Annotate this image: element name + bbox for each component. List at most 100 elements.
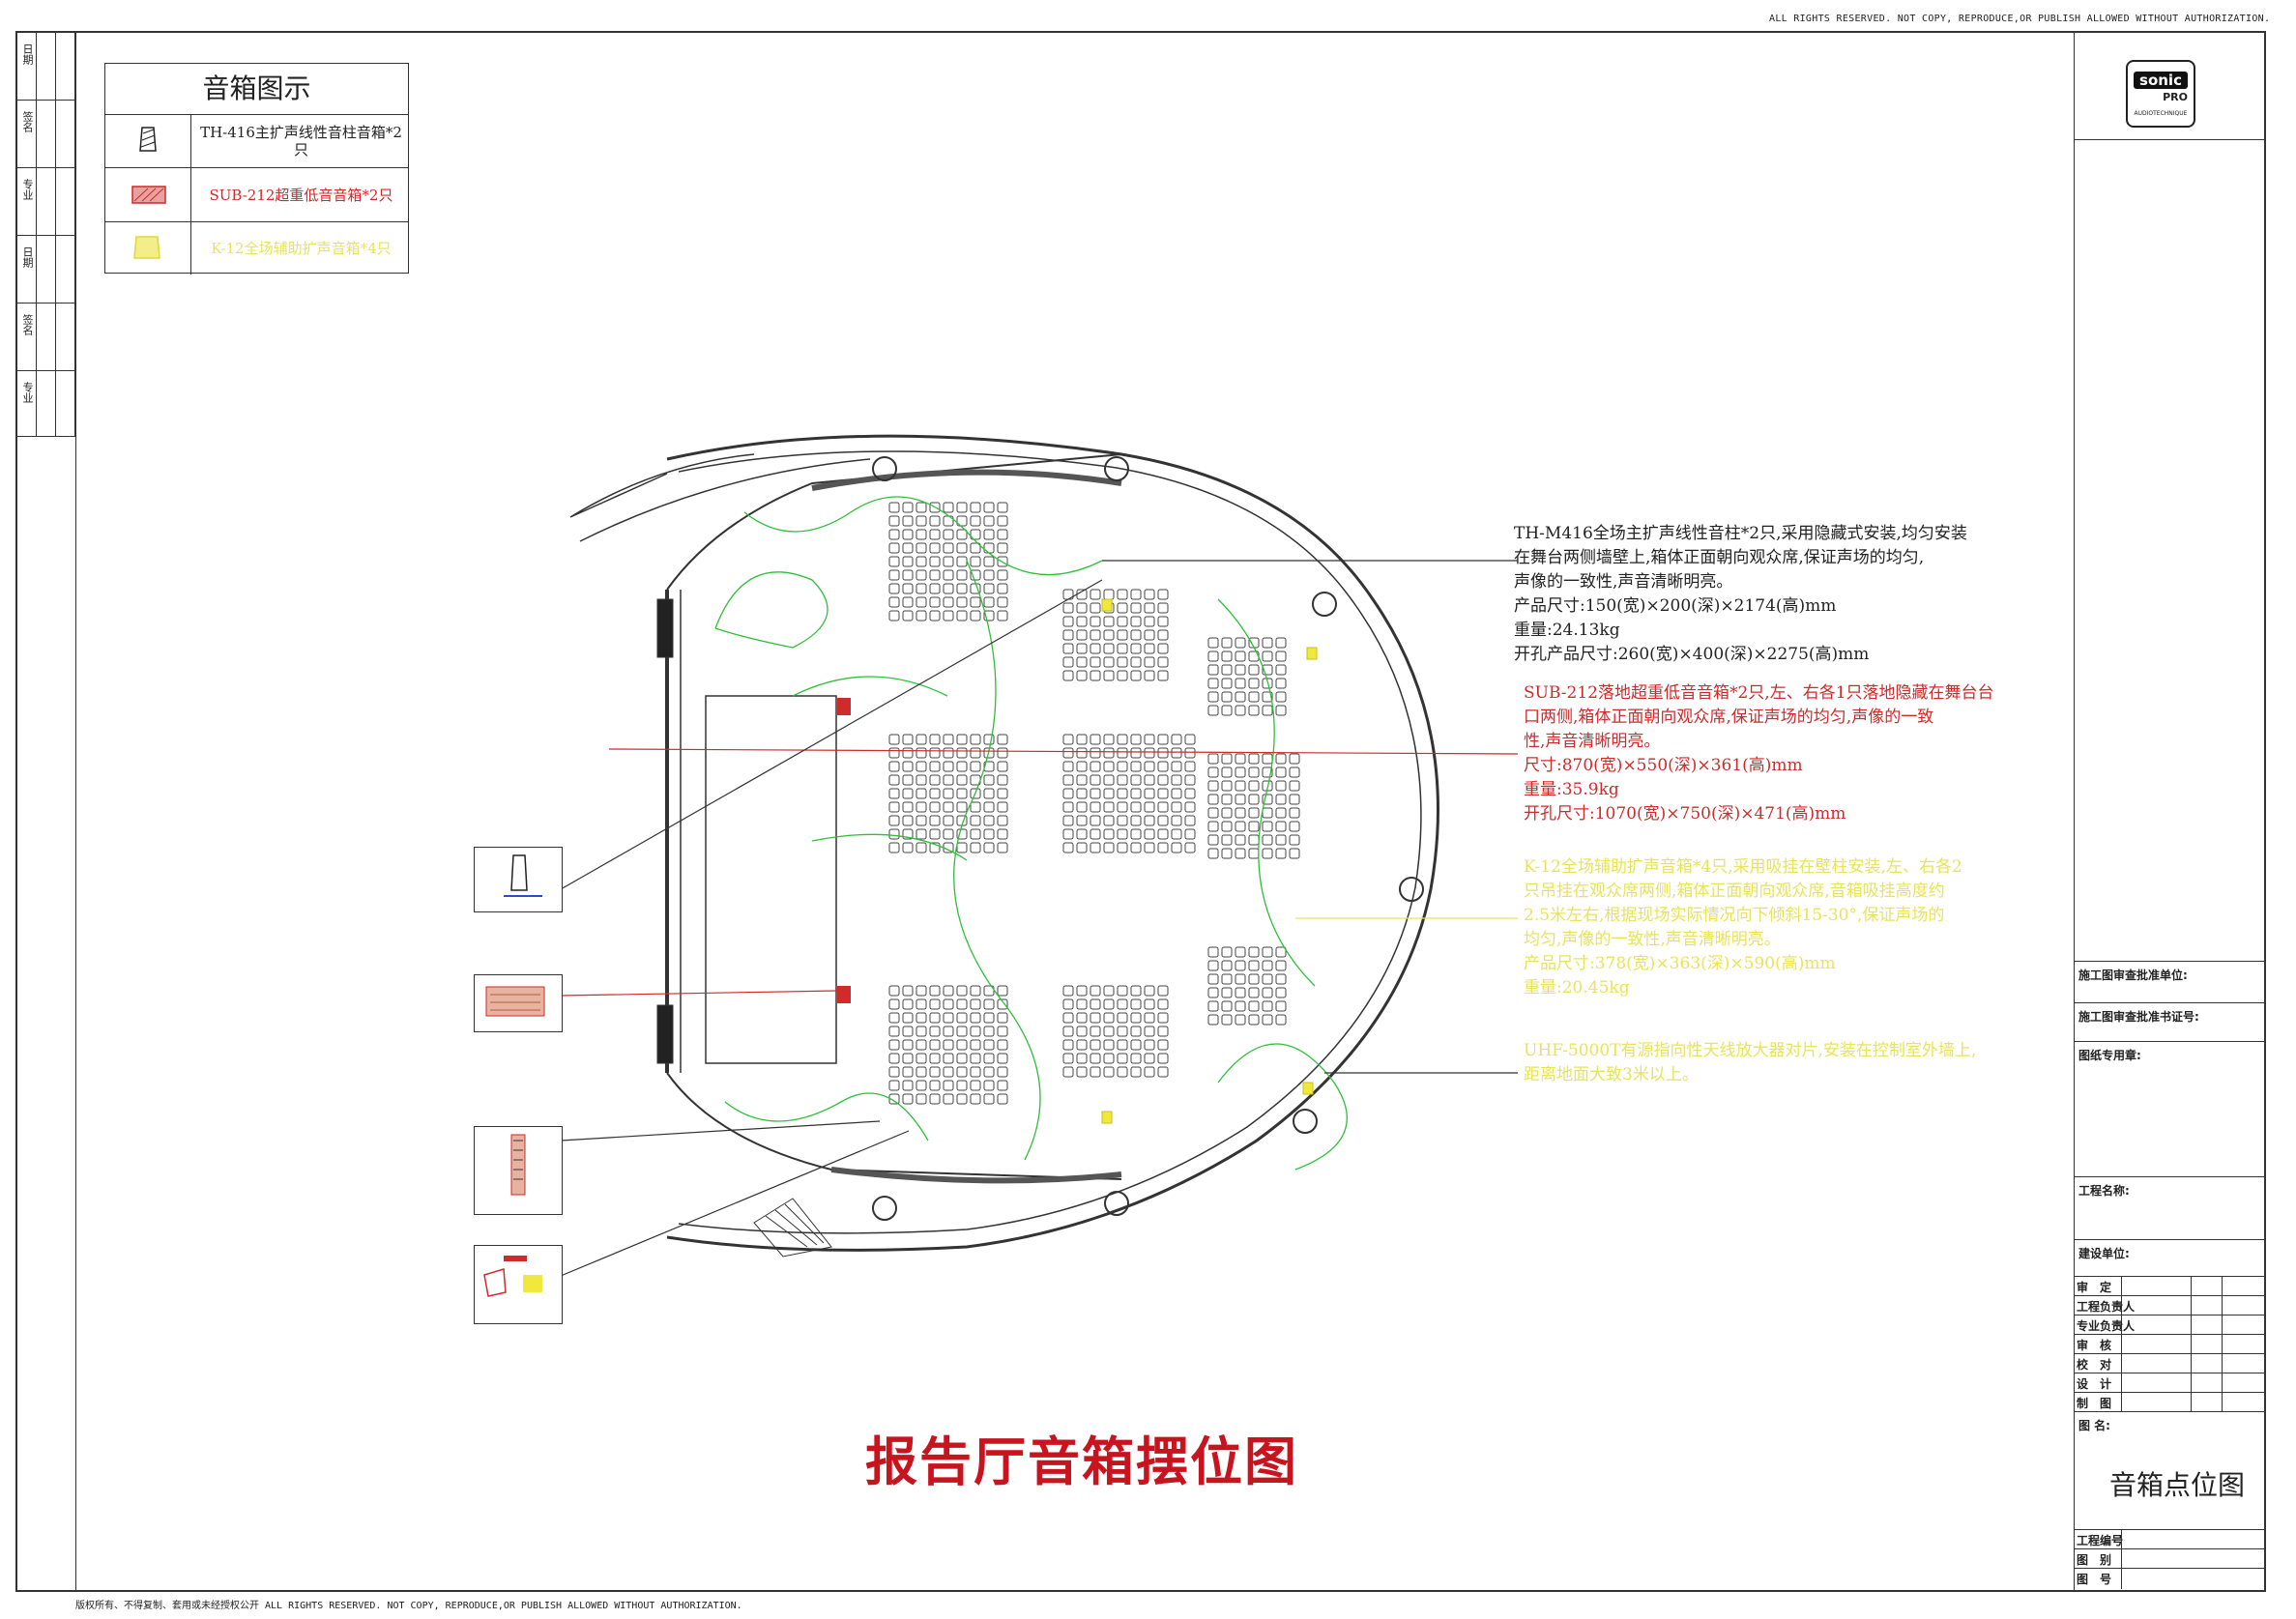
seat (1062, 656, 1074, 668)
seat (929, 998, 941, 1010)
seat (970, 828, 981, 840)
seat (1184, 815, 1196, 826)
seat (1076, 815, 1088, 826)
seat (929, 1066, 941, 1078)
seat (929, 747, 941, 759)
coverage-lines (714, 496, 1348, 1171)
seat (1157, 602, 1169, 614)
seat (915, 569, 927, 581)
seat (929, 788, 941, 799)
seat (1103, 589, 1115, 600)
seat (902, 828, 914, 840)
seat (888, 815, 900, 826)
seat (1144, 985, 1155, 997)
seat (1207, 1000, 1219, 1012)
seat (929, 502, 941, 513)
seat (1289, 848, 1300, 859)
seat (997, 1039, 1008, 1051)
seat (888, 596, 900, 608)
seat (956, 515, 968, 527)
seat (1117, 602, 1128, 614)
signoff-row: 专业负责人 (2077, 1319, 2136, 1333)
seat (929, 774, 941, 786)
seat (915, 1093, 927, 1105)
seat (997, 985, 1008, 997)
seat (1157, 629, 1169, 641)
review-cert-label: 施工图审查批准书证号: (2078, 1010, 2199, 1024)
seat (1103, 629, 1115, 641)
seat (1117, 589, 1128, 600)
seat (1144, 1066, 1155, 1078)
detail-antenna (474, 1245, 563, 1324)
seat (915, 1039, 927, 1051)
seat (1117, 998, 1128, 1010)
drawing-number-row: 图 别 (2077, 1553, 2112, 1567)
seat (1130, 629, 1142, 641)
seat (956, 774, 968, 786)
seat (902, 985, 914, 997)
seat (983, 596, 995, 608)
seat (970, 569, 981, 581)
seat (1157, 656, 1169, 668)
seat (1103, 842, 1115, 853)
legend-row: TH-416主扩声线性音柱音箱*2只 (105, 114, 408, 168)
seat (1062, 842, 1074, 853)
seat (1262, 821, 1273, 832)
seat (1262, 691, 1273, 703)
seat (1117, 1066, 1128, 1078)
seat (902, 734, 914, 745)
seat (997, 610, 1008, 622)
seat (915, 828, 927, 840)
seat (1207, 807, 1219, 819)
seat (1157, 985, 1169, 997)
inner-frame (75, 31, 2266, 1592)
seat (1248, 753, 1260, 765)
seat (1171, 761, 1182, 772)
seat (1289, 821, 1300, 832)
seat (970, 542, 981, 554)
seat (1221, 650, 1233, 662)
seat (1248, 780, 1260, 792)
seat (943, 801, 954, 813)
seat (983, 515, 995, 527)
seat (1117, 815, 1128, 826)
seat (1062, 1039, 1074, 1051)
seat (956, 1066, 968, 1078)
seat (1144, 788, 1155, 799)
seat (1144, 815, 1155, 826)
seat (1130, 589, 1142, 600)
seat (1076, 774, 1088, 786)
seat (983, 502, 995, 513)
seat (1262, 946, 1273, 958)
seat (1117, 761, 1128, 772)
seat (943, 1080, 954, 1091)
seat (1207, 834, 1219, 846)
seat (888, 1093, 900, 1105)
seat (956, 1053, 968, 1064)
seat (983, 1093, 995, 1105)
seat (1117, 788, 1128, 799)
revision-label: 日期 (21, 246, 34, 268)
room-outline (666, 434, 1439, 1252)
seat (1248, 1000, 1260, 1012)
seat (983, 815, 995, 826)
seat (1117, 774, 1128, 786)
seat (1090, 828, 1101, 840)
seat (902, 747, 914, 759)
seat (943, 583, 954, 594)
seat (1076, 998, 1088, 1010)
seat (915, 542, 927, 554)
seat (915, 985, 927, 997)
seat (970, 747, 981, 759)
seat (1144, 1039, 1155, 1051)
seat (1207, 780, 1219, 792)
seat (888, 734, 900, 745)
seat (1117, 828, 1128, 840)
seat (1275, 1014, 1287, 1026)
seat (888, 1080, 900, 1091)
seat (1275, 848, 1287, 859)
seat (1117, 985, 1128, 997)
seat (902, 842, 914, 853)
seat (943, 569, 954, 581)
seat (943, 761, 954, 772)
